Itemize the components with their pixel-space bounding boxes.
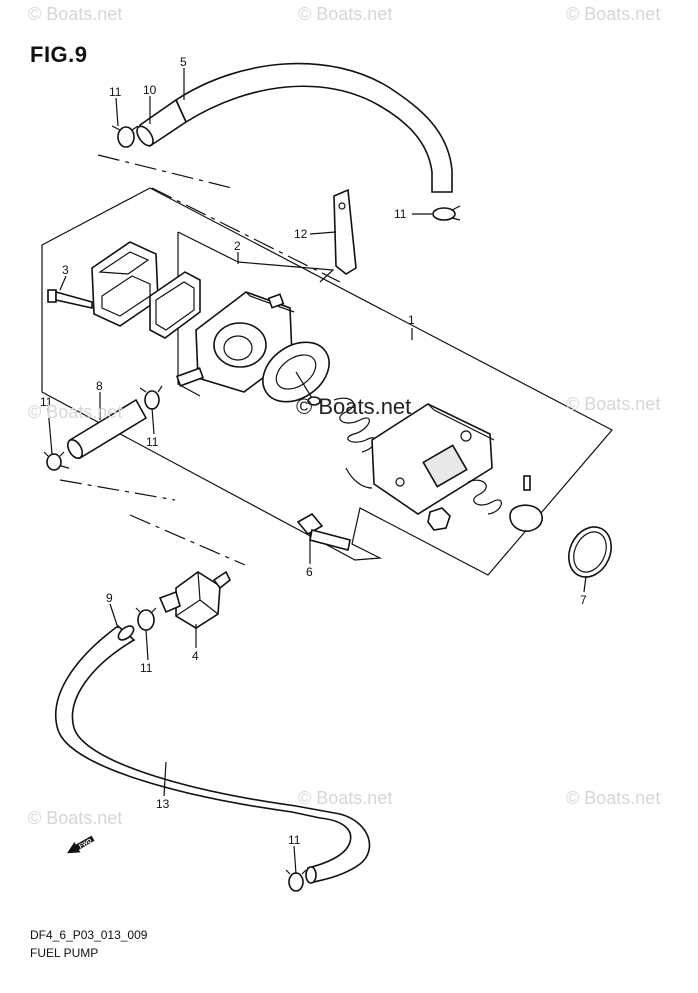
o-ring-7 bbox=[568, 526, 612, 578]
callout-11: 11 bbox=[146, 435, 159, 449]
callout-2: 2 bbox=[234, 239, 241, 253]
callout-11: 11 bbox=[140, 661, 153, 675]
callout-5: 5 bbox=[180, 55, 187, 69]
watermark: © Boats.net bbox=[566, 788, 661, 808]
check-valve bbox=[509, 475, 543, 532]
callout-13: 13 bbox=[156, 797, 170, 811]
fuel-hose-8 bbox=[66, 398, 148, 460]
hex-nut bbox=[427, 507, 451, 531]
screw-3 bbox=[47, 289, 93, 309]
watermark-center: © Boats.net bbox=[296, 394, 412, 419]
watermark: © Boats.net bbox=[28, 4, 123, 24]
watermark: © Boats.net bbox=[28, 808, 123, 828]
gasket-plate bbox=[91, 241, 159, 327]
hose-clip-11-mid bbox=[139, 385, 163, 410]
watermark: © Boats.net bbox=[28, 402, 123, 422]
diaphragm bbox=[262, 341, 330, 406]
hose-clip-11-filter bbox=[135, 607, 157, 631]
callout-11: 11 bbox=[394, 207, 407, 221]
hose-clip-11-right bbox=[432, 205, 461, 221]
fuel-hose-5 bbox=[174, 62, 453, 193]
check-spring bbox=[467, 479, 502, 515]
pump-body bbox=[175, 291, 295, 393]
fuel-filter-4 bbox=[158, 570, 232, 629]
gasket-2 bbox=[149, 271, 201, 339]
forward-arrow-icon: FWD bbox=[67, 835, 95, 854]
figure-title: FIG.9 bbox=[30, 42, 88, 67]
fuel-hose-13 bbox=[54, 624, 371, 884]
callout-11: 11 bbox=[40, 395, 53, 409]
watermark: © Boats.net bbox=[298, 788, 393, 808]
watermark: © Boats.net bbox=[298, 4, 393, 24]
callout-3: 3 bbox=[62, 263, 69, 277]
hose-strap-12 bbox=[333, 188, 357, 275]
callout-11: 11 bbox=[109, 85, 122, 99]
leader-lines bbox=[47, 68, 587, 875]
hose-clip-11-top bbox=[111, 125, 139, 148]
callout-4: 4 bbox=[192, 649, 199, 663]
callout-10: 10 bbox=[143, 83, 157, 97]
callout-6: 6 bbox=[306, 565, 313, 579]
callout-11: 11 bbox=[288, 833, 301, 847]
callout-7: 7 bbox=[580, 593, 587, 607]
watermark: © Boats.net bbox=[566, 394, 661, 414]
watermark: © Boats.net bbox=[566, 4, 661, 24]
diaphragm-spring bbox=[333, 397, 376, 453]
callout-12: 12 bbox=[294, 227, 308, 241]
hose-clip-11-left bbox=[43, 451, 65, 471]
callout-8: 8 bbox=[96, 379, 103, 393]
pump-cover bbox=[345, 403, 495, 515]
bolt-6 bbox=[296, 512, 351, 551]
hose-fitting-10 bbox=[136, 98, 188, 148]
callout-9: 9 bbox=[106, 591, 113, 605]
callout-1: 1 bbox=[408, 313, 415, 327]
drawing-caption: FUEL PUMP bbox=[30, 946, 99, 960]
drawing-code: DF4_6_P03_013_009 bbox=[30, 928, 148, 942]
